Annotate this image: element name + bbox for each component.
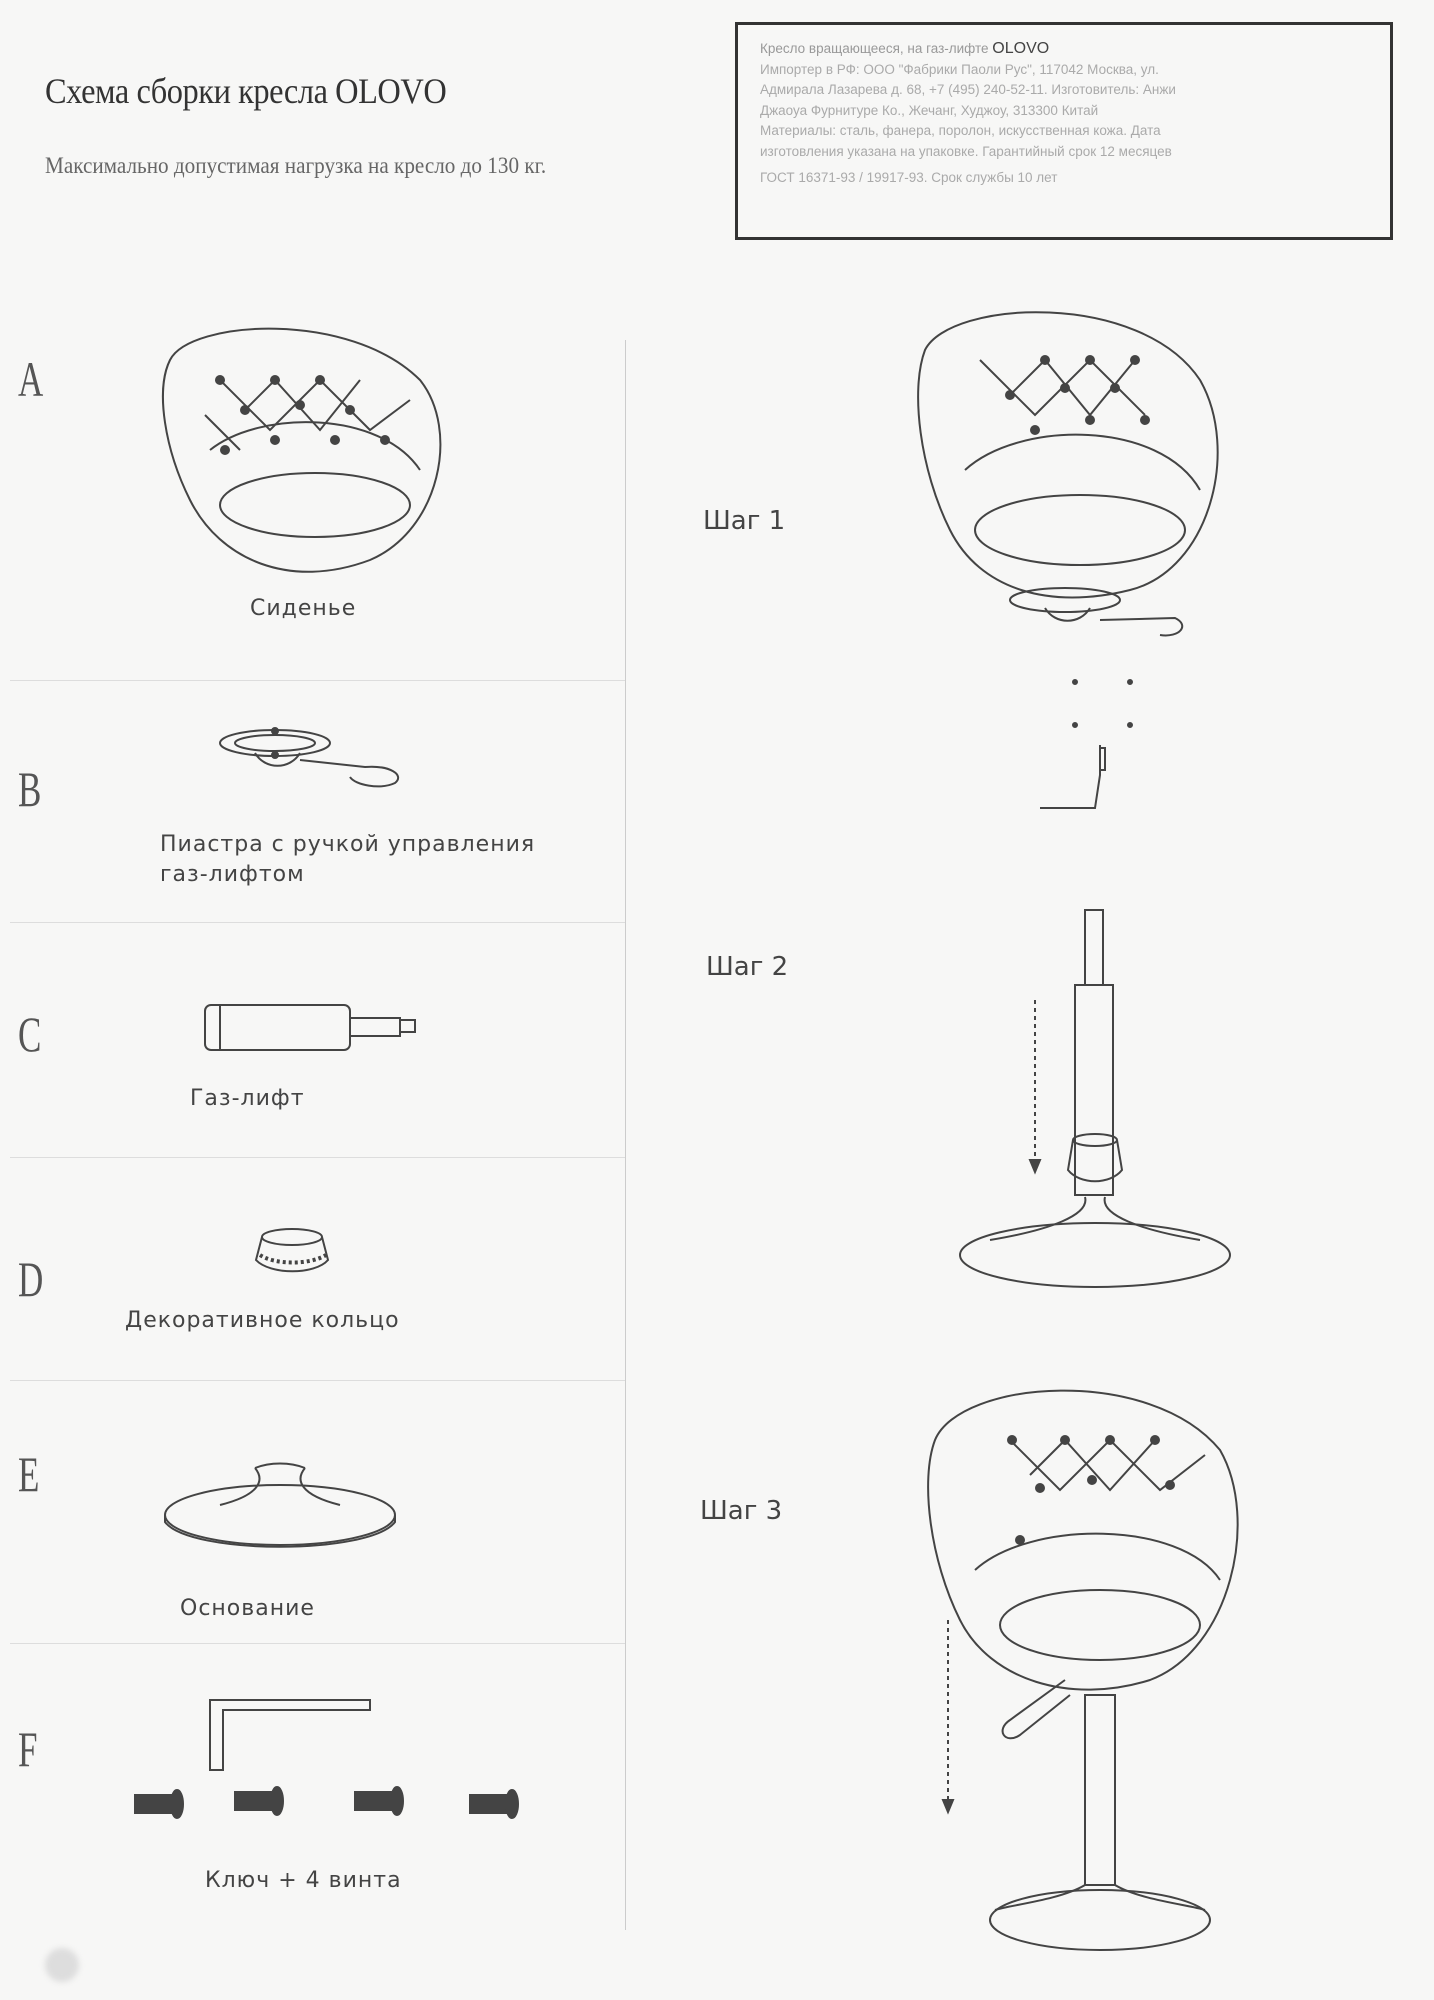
- part-letter-d: D: [18, 1251, 44, 1307]
- part-label-seat: Сиденье: [250, 596, 357, 621]
- info-line-1: Кресло вращающееся, на газ-лифте OLOVO: [760, 39, 1368, 60]
- part-letter-b: B: [18, 761, 42, 817]
- info-line-2: Импортер в РФ: ООО "Фабрики Паоли Рус", …: [760, 61, 1159, 77]
- plate-drawing: [219, 727, 400, 788]
- page-title: Схема сборки кресла OLOVO: [45, 71, 447, 111]
- screw-icon: [134, 1789, 184, 1819]
- row-divider: [10, 1643, 625, 1644]
- product-info-box: Кресло вращающееся, на газ-лифте OLOVO И…: [735, 22, 1393, 240]
- info-line-4: Джаоуа Фурнитуре Ко., Жечанг, Худжоу, 31…: [760, 102, 1099, 118]
- part-label-plate: Пиастра с ручкой управления газ-лифтом: [160, 832, 536, 887]
- row-divider: [10, 1157, 625, 1158]
- step-3-drawing: [927, 1389, 1239, 1951]
- part-letter-f: F: [18, 1721, 38, 1777]
- info-line-7: ГОСТ 16371-93 / 19917-93. Срок службы 10…: [760, 170, 1058, 185]
- step-1-label: Шаг 1: [703, 506, 786, 536]
- key-and-screws-drawing: [134, 1699, 519, 1819]
- decorative-ring-drawing: [254, 1228, 330, 1273]
- part-letter-a: A: [18, 351, 44, 407]
- info-product-type: Кресло вращающееся, на газ-лифте: [760, 41, 989, 56]
- max-load-note: Максимально допустимая нагрузка на кресл…: [45, 153, 547, 178]
- step-2-drawing: [959, 909, 1231, 1288]
- part-label-key-screws: Ключ + 4 винта: [205, 1868, 402, 1893]
- info-line-3: Адмирала Лазарева д. 68, +7 (495) 240-52…: [760, 82, 1176, 97]
- row-divider: [10, 922, 625, 923]
- scan-smudge: [45, 1948, 79, 1982]
- screw-icon: [354, 1786, 404, 1816]
- row-divider: [10, 1380, 625, 1381]
- column-divider: [625, 340, 626, 1930]
- screw-icon: [234, 1786, 284, 1816]
- part-letter-c: C: [18, 1006, 42, 1062]
- base-drawing: [164, 1462, 396, 1548]
- part-label-base: Основание: [180, 1596, 315, 1621]
- step-3-label: Шаг 3: [700, 1496, 783, 1526]
- part-letter-e: E: [18, 1446, 40, 1502]
- row-divider: [10, 680, 625, 681]
- gas-lift-drawing: [204, 1004, 416, 1051]
- info-brand: OLOVO: [992, 40, 1050, 57]
- part-label-gas-lift: Газ-лифт: [190, 1086, 305, 1111]
- info-line-6: изготовления указана на упаковке. Гарант…: [760, 143, 1172, 159]
- part-label-decorative-ring: Декоративное кольцо: [125, 1308, 400, 1333]
- info-line-5: Материалы: сталь, фанера, поролон, искус…: [760, 123, 1161, 138]
- seat-drawing: [161, 327, 442, 573]
- step-1-drawing: [917, 311, 1219, 809]
- step-2-label: Шаг 2: [706, 952, 789, 982]
- screw-icon: [469, 1789, 519, 1819]
